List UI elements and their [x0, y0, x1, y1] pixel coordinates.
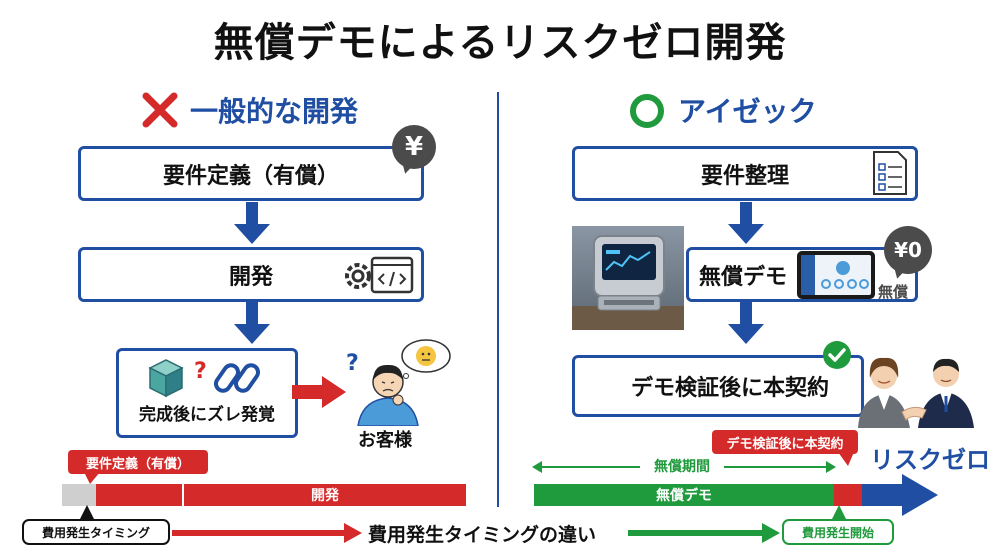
- price-tag: ¥0: [894, 238, 922, 262]
- tag-pointer: [838, 452, 854, 466]
- down-arrow-icon: [234, 202, 270, 244]
- tag-label: デモ検証後に本契約: [726, 436, 844, 452]
- svg-text:?: ?: [346, 351, 359, 376]
- step-development: 開発: [78, 247, 424, 302]
- tablet-dashboard-icon: [797, 251, 875, 299]
- footer-right-arrow: [628, 523, 780, 543]
- column-divider: [497, 92, 499, 507]
- worried-customer-icon: ?: [346, 339, 451, 426]
- step-discrepancy: 完成後にズレ発覚: [116, 348, 298, 438]
- segment-label: 開発: [311, 488, 339, 504]
- cost-pointer: [80, 505, 94, 519]
- yen-bubble-icon: ¥: [392, 125, 436, 169]
- circle-check-icon: [630, 94, 664, 128]
- gear-code-icon: [345, 256, 414, 294]
- down-arrow-icon: [234, 302, 270, 344]
- free-label: 無償: [878, 283, 909, 301]
- step-label: 要件整理: [700, 163, 789, 189]
- cost-start-pointer: [832, 505, 846, 519]
- pre-cost-segment: [62, 484, 96, 506]
- segment-separator: [182, 484, 184, 506]
- step-requirements-paid: 要件定義（有償）: [78, 146, 424, 201]
- risk-zero-arrow-icon: [862, 474, 938, 516]
- right-arrow-icon: [292, 376, 346, 408]
- step-label: 無償デモ: [699, 264, 788, 290]
- risk-zero-label: リスクゼロ: [870, 446, 990, 474]
- step-requirements-organize: 要件整理: [572, 146, 918, 201]
- pill-text: 費用発生開始: [801, 525, 874, 540]
- step-contract-after-demo: デモ検証後に本契約: [572, 355, 864, 417]
- handshake-people-icon: [858, 357, 974, 428]
- broken-chain-icon: ?: [148, 359, 261, 398]
- contract-tag: デモ検証後に本契約: [712, 430, 858, 454]
- tag-label: 要件定義（有償）: [85, 456, 190, 472]
- cost-start-label: 費用発生開始: [782, 519, 894, 545]
- svg-text:?: ?: [194, 359, 207, 384]
- step-label: 開発: [228, 264, 273, 290]
- customer-label: お客様: [358, 430, 412, 451]
- demo-computer-photo: [572, 226, 684, 330]
- down-arrow-icon: [728, 202, 764, 244]
- right-heading: アイゼック: [678, 95, 817, 128]
- page-title: 無償デモによるリスクゼロ開発: [213, 20, 787, 66]
- requirements-segment: [96, 484, 182, 506]
- footer-left-arrow: [172, 523, 362, 543]
- free-period-label: 無償期間: [640, 458, 724, 476]
- zero-yen-bubble-icon: ¥0: [884, 226, 932, 274]
- pill-text: 費用発生タイミング: [41, 525, 150, 540]
- requirements-tag: 要件定義（有償）: [68, 450, 208, 474]
- footer-caption: 費用発生タイミングの違い: [368, 524, 597, 546]
- cross-icon: [142, 92, 178, 128]
- step-label: デモ検証後に本契約: [631, 376, 830, 401]
- segment-label: 無償デモ: [656, 488, 712, 504]
- cost-timing-label: 費用発生タイミング: [22, 519, 170, 545]
- free-demo-segment: 無償デモ: [534, 484, 834, 506]
- yen-symbol: ¥: [404, 132, 424, 162]
- step-label: 要件定義（有償）: [162, 163, 339, 189]
- left-heading: 一般的な開発: [190, 95, 359, 128]
- development-segment: 開発: [184, 484, 466, 506]
- step-label: 完成後にズレ発覚: [139, 405, 275, 425]
- contract-segment: [834, 484, 862, 506]
- down-arrow-icon: [728, 302, 764, 344]
- checklist-icon: [873, 151, 907, 195]
- check-badge-icon: [823, 341, 851, 369]
- tag-pointer: [84, 472, 100, 484]
